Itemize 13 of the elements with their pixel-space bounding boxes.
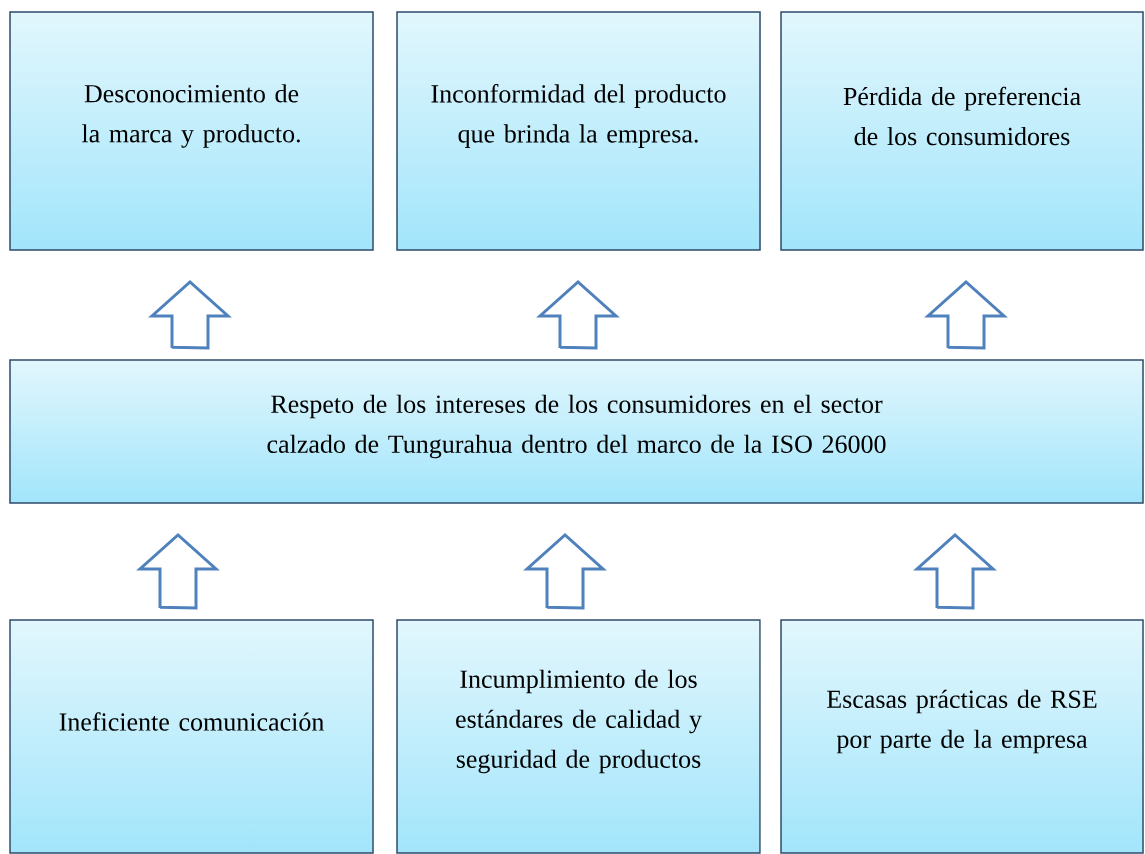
- block-arrow: [136, 532, 220, 610]
- text-box: Respeto de los intereses de los consumidores en el sector calzado de Tungurahua dentro del marco de la ISO 26000: [9, 359, 1144, 504]
- block-arrow: [523, 532, 607, 610]
- block-arrow: [536, 279, 620, 350]
- block-arrow: [913, 532, 997, 610]
- text-box: Escasas prácticas de RSE por parte de la empresa: [780, 619, 1144, 854]
- text-box: Ineficiente comunicación: [9, 619, 374, 854]
- block-arrow: [924, 279, 1008, 350]
- text-box: Desconocimiento de la marca y producto.: [9, 11, 374, 251]
- text-box: Incumplimiento de los estándares de calidad y seguridad de productos: [396, 619, 761, 854]
- text-box: Inconformidad del producto que brinda la empresa.: [396, 11, 761, 251]
- text-box: Pérdida de preferencia de los consumidores: [780, 11, 1144, 251]
- block-arrow: [148, 279, 232, 350]
